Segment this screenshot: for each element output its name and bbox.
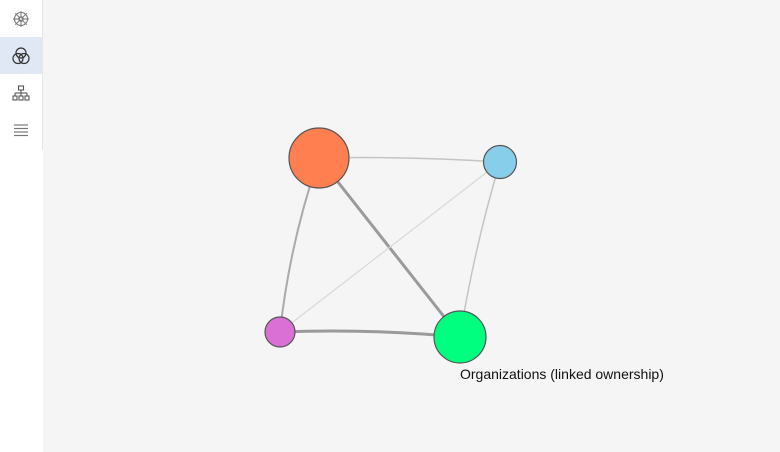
venn-circles-icon: [12, 46, 30, 64]
graph-canvas-background: [43, 0, 780, 452]
node-label-green: Organizations (linked ownership): [460, 366, 664, 382]
sidebar: [0, 0, 42, 452]
graph-labels: Organizations (linked ownership): [460, 366, 664, 382]
node-orange[interactable]: [288, 127, 350, 189]
sidebar-button-settings[interactable]: [0, 0, 42, 37]
menu-lines-icon: [14, 123, 28, 136]
node-blue[interactable]: [482, 144, 518, 180]
sidebar-button-hierarchy[interactable]: [0, 74, 42, 111]
edge-blue-purple[interactable]: [279, 161, 501, 333]
hierarchy-icon: [12, 84, 30, 101]
node-purple[interactable]: [264, 316, 296, 348]
sidebar-divider: [42, 0, 43, 150]
graph-nodes: [264, 127, 518, 364]
settings-wheel-icon: [13, 10, 29, 27]
node-green[interactable]: [433, 310, 487, 364]
edge-purple-green[interactable]: [279, 329, 461, 339]
sidebar-button-menu[interactable]: [0, 111, 42, 148]
sidebar-button-overlap[interactable]: [0, 37, 42, 74]
